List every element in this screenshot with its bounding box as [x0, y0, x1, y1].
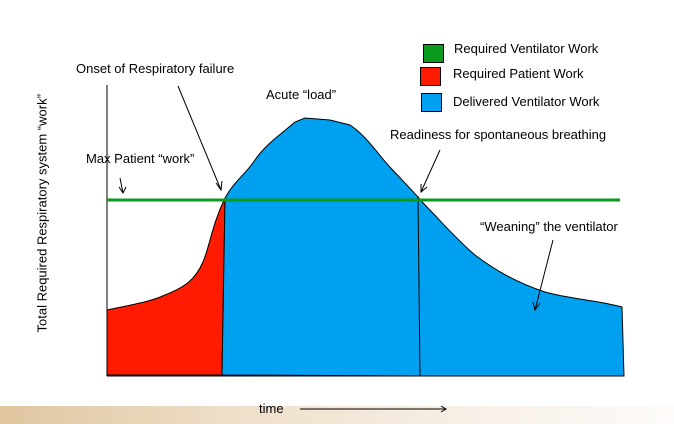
max-patient-annotation: Max Patient “work”	[86, 151, 195, 166]
acute-load-annotation: Acute “load”	[266, 87, 337, 102]
onset-annotation: Onset of Respiratory failure	[76, 61, 235, 76]
patient-work-area	[106, 197, 226, 376]
weaning-annotation: “Weaning” the ventilator	[480, 219, 618, 234]
x-axis-label: time	[259, 401, 284, 416]
legend-swatch-green	[423, 44, 444, 63]
time-arrow	[300, 405, 447, 413]
weaning-arrow	[532, 239, 554, 312]
ventilator-work-area	[221, 117, 625, 377]
legend-label: Delivered Ventilator Work	[453, 94, 600, 109]
legend-swatch-blue	[421, 93, 442, 112]
legend-label: Required Patient Work	[453, 66, 584, 81]
readiness-annotation: Readiness for spontaneous breathing	[390, 127, 607, 142]
divider-line	[417, 195, 421, 377]
onset-arrow	[177, 85, 223, 192]
y-axis-label: Total Required Respiratory system “work”	[34, 94, 50, 333]
legend-label: Required Ventilator Work	[454, 41, 599, 56]
readiness-arrow	[420, 149, 441, 194]
legend-swatch-red	[420, 67, 441, 86]
max-patient-arrow	[118, 177, 127, 194]
footer-band	[0, 406, 674, 424]
